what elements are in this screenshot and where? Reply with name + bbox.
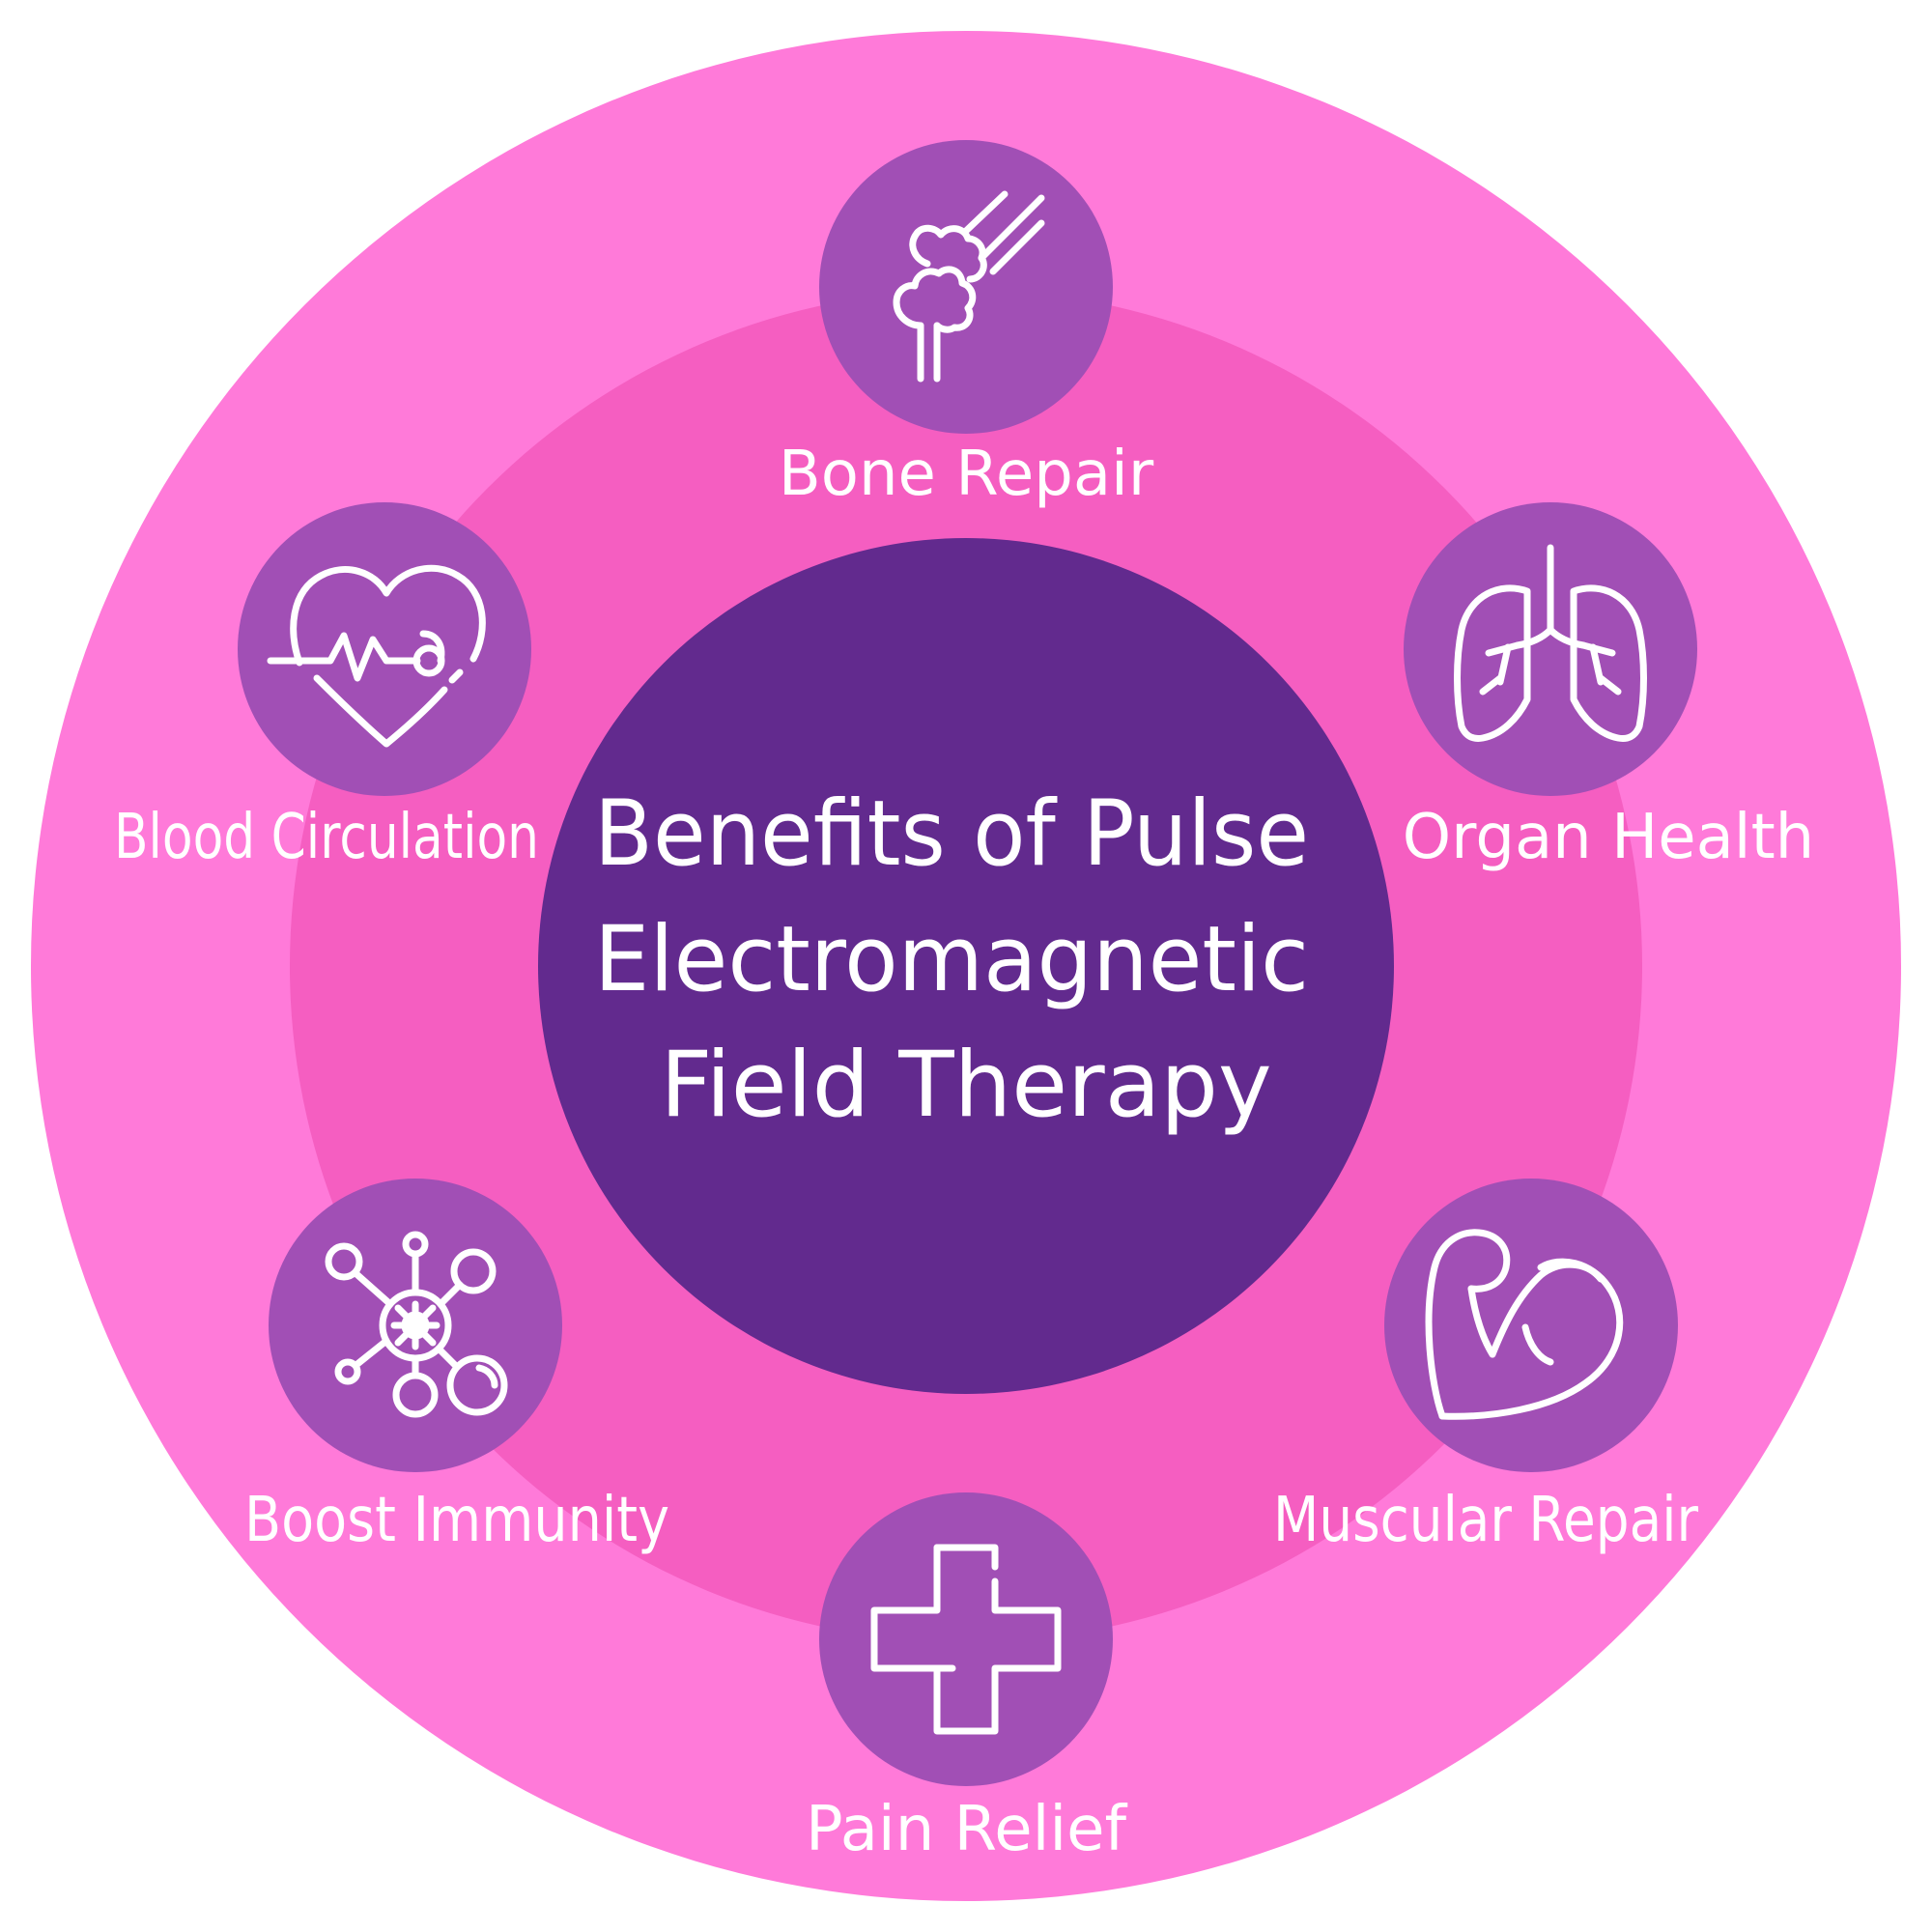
benefit-node-circle — [1404, 502, 1697, 796]
benefit-label: Boost Immunity — [244, 1485, 669, 1556]
center-title: Benefits of Pulse Electromagnetic Field … — [594, 781, 1338, 1138]
benefit-node-circle — [819, 1492, 1113, 1786]
lungs-icon — [1454, 544, 1647, 742]
flexed-arm-icon — [1425, 1229, 1624, 1420]
bone-joint-icon — [893, 190, 1045, 383]
center-title-line-3: Field Therapy — [660, 1033, 1271, 1138]
benefit-node-circle — [238, 502, 531, 796]
benefit-muscular-repair: Muscular Repair — [1273, 1179, 1699, 1556]
benefit-bone-repair: Bone Repair — [779, 140, 1154, 510]
benefit-label: Muscular Repair — [1273, 1485, 1699, 1556]
benefit-blood-circulation: Blood Circulation — [114, 502, 539, 873]
center-title-line-2: Electromagnetic — [594, 907, 1309, 1012]
center-title-line-1: Benefits of Pulse — [594, 781, 1309, 887]
benefit-organ-health: Organ Health — [1403, 502, 1814, 873]
heartbeat-icon — [267, 564, 486, 748]
benefit-boost-immunity: Boost Immunity — [244, 1179, 669, 1556]
medical-cross-icon — [870, 1544, 1062, 1735]
center-circle — [538, 538, 1394, 1394]
benefit-label: Bone Repair — [779, 439, 1154, 510]
benefit-pain-relief: Pain Relief — [806, 1492, 1128, 1865]
virus-network-icon — [325, 1231, 508, 1418]
benefit-label: Blood Circulation — [114, 802, 539, 873]
benefit-label: Organ Health — [1403, 802, 1814, 873]
benefit-label: Pain Relief — [806, 1794, 1128, 1865]
benefit-node-circle — [1384, 1179, 1678, 1472]
